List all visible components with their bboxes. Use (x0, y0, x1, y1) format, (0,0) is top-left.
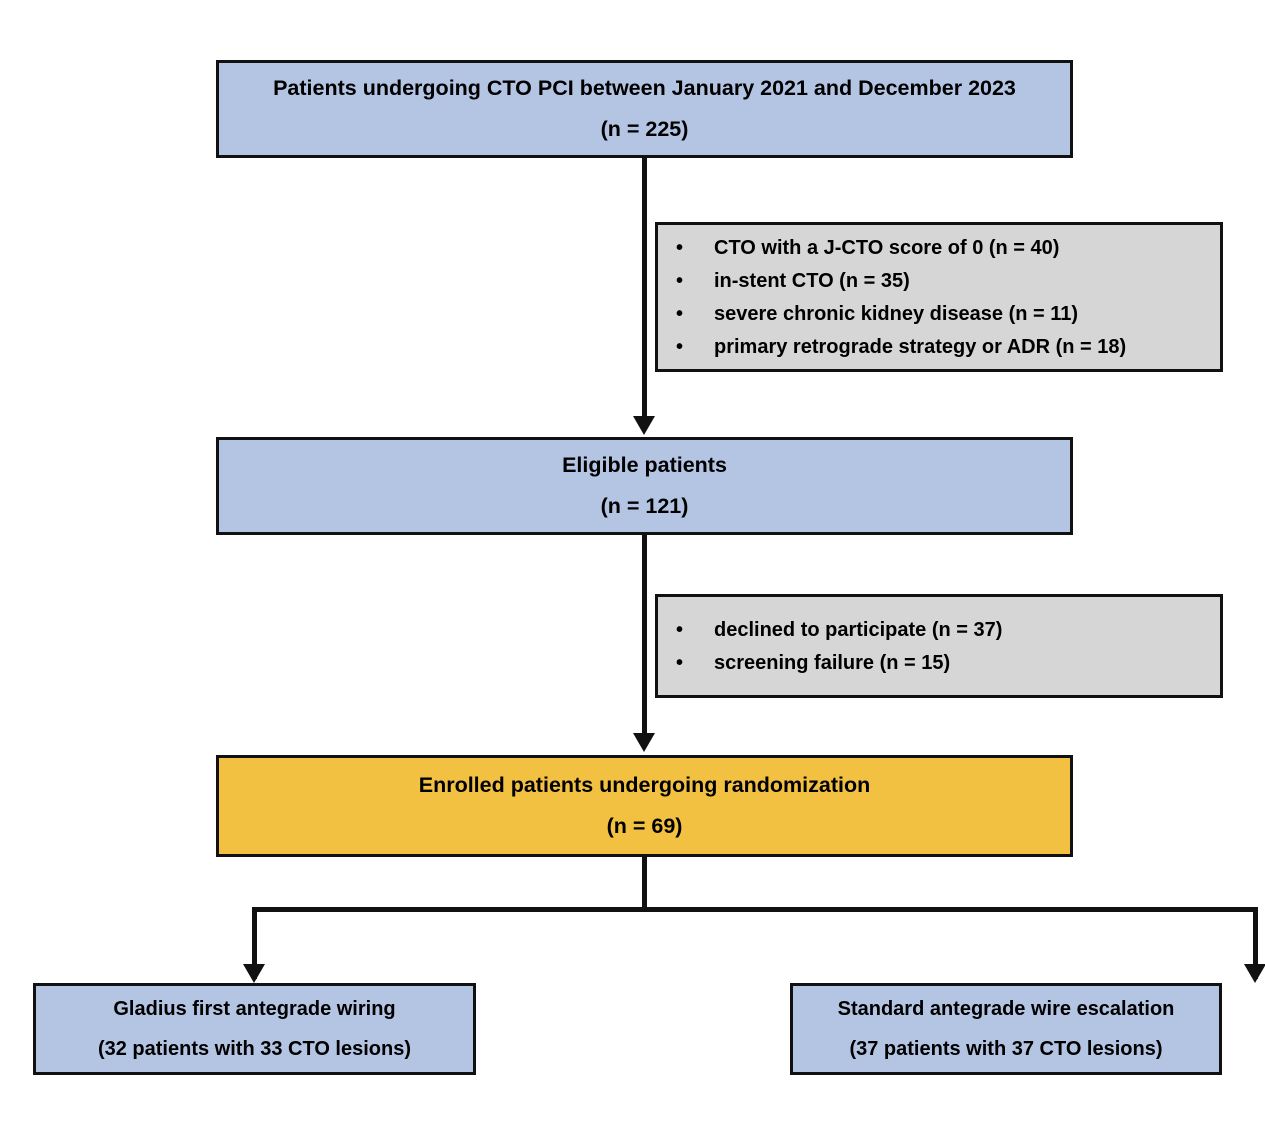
node-eligible-count: (n = 121) (600, 494, 689, 518)
node-arm-right-count: (37 patients with 37 CTO lesions) (849, 1038, 1163, 1060)
list-item: • CTO with a J-CTO score of 0 (n = 40) (676, 238, 1204, 258)
bullet-icon: • (676, 335, 684, 358)
bullet-icon: • (676, 269, 684, 292)
arrowhead-down-icon (633, 416, 655, 435)
list-item: • primary retrograde strategy or ADR (n … (676, 337, 1204, 357)
list-item-label: CTO with a J-CTO score of 0 (n = 40) (714, 236, 1060, 259)
node-randomized-patients: Enrolled patients undergoing randomizati… (216, 755, 1073, 857)
connector-stem (642, 158, 647, 420)
list-item: • screening failure (n = 15) (676, 653, 1204, 673)
connector-stem (642, 535, 647, 737)
exclusion-list-second-stage: • declined to participate (n = 37) • scr… (676, 620, 1204, 673)
node-arm-left-line1: Gladius first antegrade wiring (113, 998, 396, 1020)
note-exclusions-first-stage: • CTO with a J-CTO score of 0 (n = 40) •… (655, 222, 1223, 372)
node-arm-standard-antegrade-wire-escalation: Standard antegrade wire escalation (37 p… (790, 983, 1222, 1075)
connector-leg-right (1253, 907, 1258, 979)
node-eligible-patients: Eligible patients (n = 121) (216, 437, 1073, 535)
list-item-label: primary retrograde strategy or ADR (n = … (714, 335, 1127, 358)
arrow-enrollment-to-eligible (633, 158, 666, 438)
node-arm-left-count: (32 patients with 33 CTO lesions) (97, 1038, 412, 1060)
list-item: • in-stent CTO (n = 35) (676, 271, 1204, 291)
bullet-icon: • (676, 651, 684, 674)
bullet-icon: • (676, 618, 684, 641)
arrow-eligible-to-randomized (633, 535, 666, 757)
list-item-label: in-stent CTO (n = 35) (714, 269, 910, 292)
bullet-icon: • (676, 302, 684, 325)
list-item-label: severe chronic kidney disease (n = 11) (714, 302, 1079, 325)
node-randomized-line1: Enrolled patients undergoing randomizati… (418, 772, 871, 797)
list-item-label: declined to participate (n = 37) (714, 618, 1003, 641)
exclusion-list-first-stage: • CTO with a J-CTO score of 0 (n = 40) •… (676, 238, 1204, 357)
node-arm-gladius-first-antegrade-wiring: Gladius first antegrade wiring (32 patie… (33, 983, 476, 1075)
arrowhead-down-icon-right (1244, 964, 1265, 983)
node-enrollment-line1: Patients undergoing CTO PCI between Janu… (273, 75, 1016, 100)
list-item-label: screening failure (n = 15) (714, 651, 951, 674)
connector-leg-left (252, 907, 257, 979)
node-enrollment: Patients undergoing CTO PCI between Janu… (216, 60, 1073, 158)
list-item: • declined to participate (n = 37) (676, 620, 1204, 640)
note-exclusions-second-stage: • declined to participate (n = 37) • scr… (655, 594, 1223, 698)
node-randomized-count: (n = 69) (606, 814, 683, 838)
arrowhead-down-icon-left (243, 964, 265, 983)
connector-horizontal-bar (252, 907, 1258, 912)
arrowhead-down-icon (633, 733, 655, 752)
list-item: • severe chronic kidney disease (n = 11) (676, 304, 1204, 324)
connector-stem (642, 857, 647, 909)
node-eligible-line1: Eligible patients (562, 452, 727, 477)
node-arm-right-line1: Standard antegrade wire escalation (837, 998, 1175, 1020)
bullet-icon: • (676, 236, 684, 259)
split-connector-randomization (0, 857, 1265, 985)
node-enrollment-count: (n = 225) (600, 117, 689, 141)
